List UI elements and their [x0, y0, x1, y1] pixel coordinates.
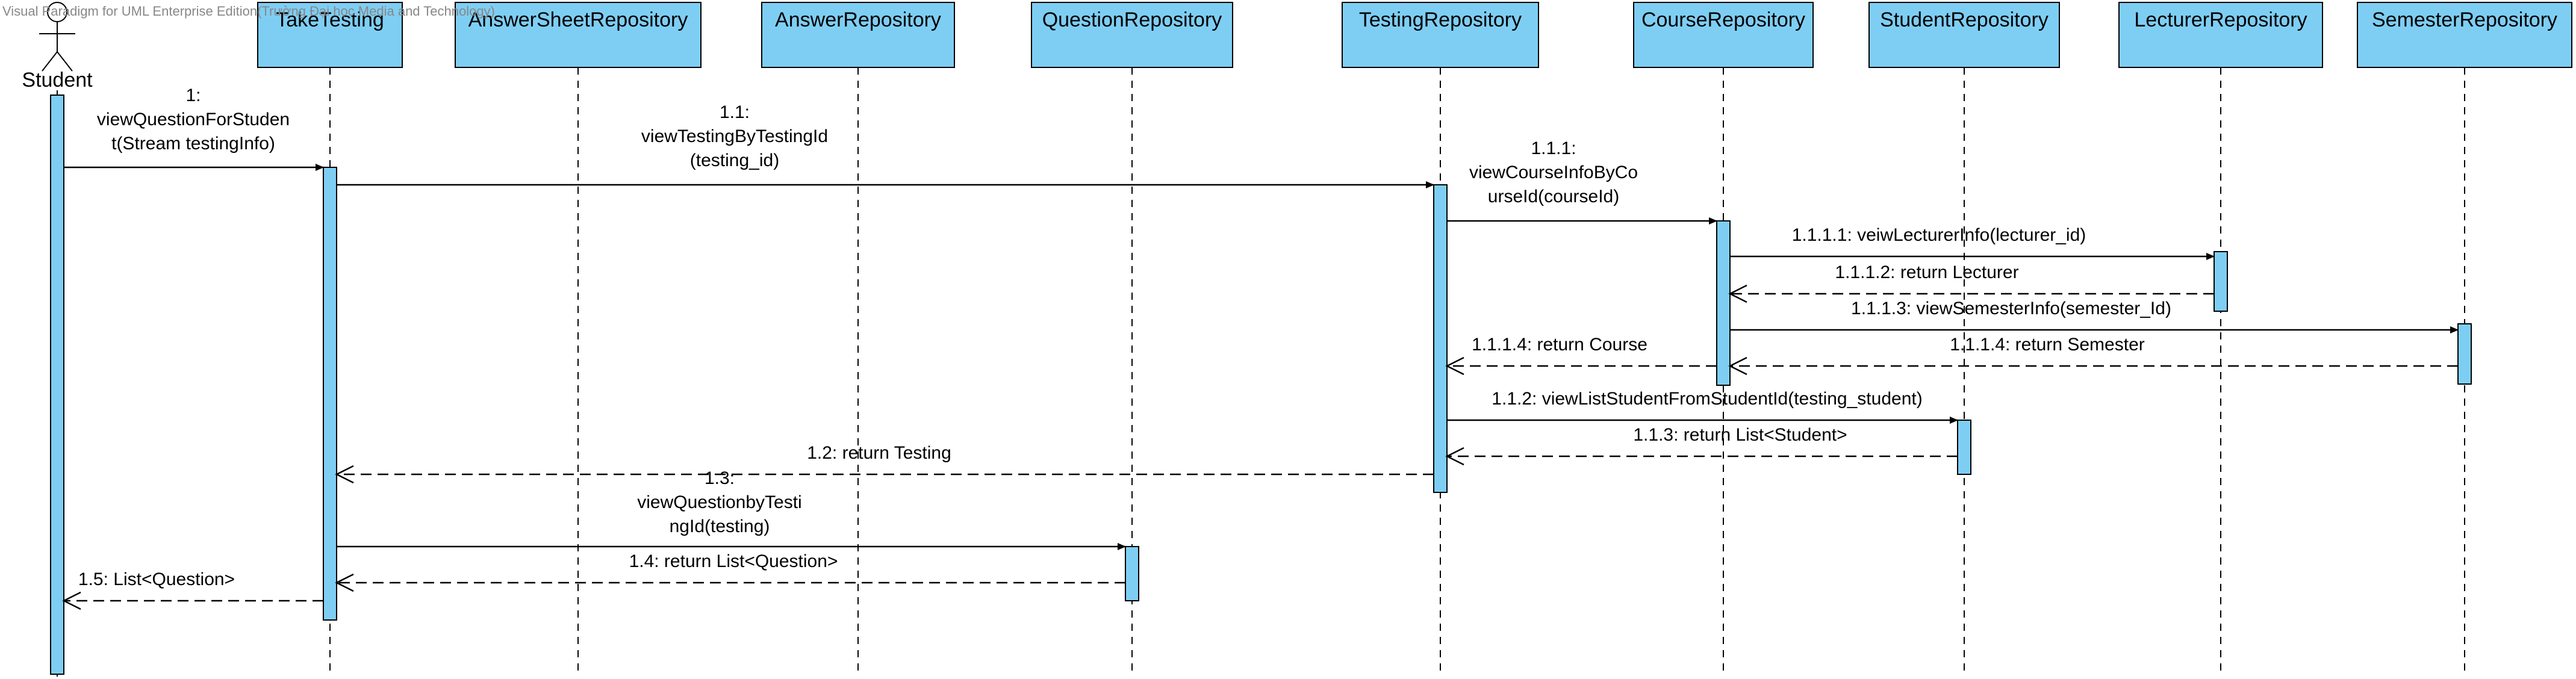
lifeline-label: SemesterRepository: [2372, 8, 2557, 31]
message-label: 1.5: List<Question>: [78, 569, 235, 589]
message-return[interactable]: 1.4: return List<Question>: [335, 551, 1125, 592]
lifeline-box: [1342, 2, 1539, 68]
lifeline-label: TakeTesting: [276, 8, 384, 31]
activation-bar: [1957, 420, 1971, 475]
message-label: 1.3:: [705, 468, 735, 488]
lifeline-box: [455, 2, 702, 68]
message-label: 1.1.1.2: return Lecturer: [1835, 262, 2018, 282]
message-label: 1.1.3: return List<Student>: [1633, 425, 1847, 445]
lifeline-box: [1031, 2, 1233, 68]
message-label: 1.1:: [720, 102, 750, 122]
open-arrowhead-icon: [1445, 356, 1464, 376]
message-call[interactable]: 1: viewQuestionForStuden t(Stream testingI…: [64, 85, 324, 171]
message-return[interactable]: 1.1.1.4: return Semester: [1728, 335, 2458, 376]
lifeline-head-answer-repository[interactable]: AnswerRepository: [761, 2, 955, 68]
message-label: 1.4: return List<Question>: [629, 551, 838, 571]
open-arrowhead-icon: [335, 573, 354, 592]
lifeline-head-testing-repository[interactable]: TestingRepository: [1342, 2, 1539, 68]
message-label: viewQuestionbyTesti: [637, 492, 801, 512]
lifeline-box: [1633, 2, 1814, 68]
activation-bar: [2457, 323, 2472, 385]
lifeline-head-take-testing[interactable]: TakeTesting: [257, 2, 403, 68]
message-label: 1.1.1.1: veiwLecturerInfo(lecturer_id): [1792, 225, 2086, 245]
activation-bar: [50, 95, 64, 675]
lifeline-head-question-repository[interactable]: QuestionRepository: [1031, 2, 1233, 68]
lifeline-label: CourseRepository: [1641, 8, 1805, 31]
message-label: ngId(testing): [670, 516, 770, 536]
lifeline-box: [761, 2, 955, 68]
student-actor-icon: [39, 2, 75, 72]
lifeline-label: StudentRepository: [1880, 8, 2049, 31]
message-label: viewQuestionForStuden: [97, 110, 290, 129]
message-label: 1.2: return Testing: [807, 443, 951, 463]
lifeline-head-lecturer-repository[interactable]: LecturerRepository: [2118, 2, 2323, 68]
lifeline-box: [1868, 2, 2060, 68]
message-call[interactable]: 1.1.1: viewCourseInfoByCo urseId(courseId): [1447, 138, 1717, 225]
message-call[interactable]: 1.1.2: viewListStudentFromStudentId(test…: [1447, 389, 1958, 424]
lifeline-label: AnswerSheetRepository: [468, 8, 688, 31]
open-arrowhead-icon: [1728, 356, 1747, 376]
message-return[interactable]: 1.5: List<Question>: [62, 569, 323, 610]
open-arrowhead-icon: [1728, 284, 1747, 303]
lifeline-label: LecturerRepository: [2134, 8, 2307, 31]
message-return[interactable]: 1.1.1.2: return Lecturer: [1728, 262, 2214, 303]
activation-bar: [323, 167, 337, 621]
open-arrowhead-icon: [1445, 447, 1464, 466]
activation-bar: [1433, 184, 1448, 493]
message-label: 1:: [185, 85, 201, 105]
message-label: viewCourseInfoByCo: [1469, 163, 1638, 182]
message-call[interactable]: 1.3: viewQuestionbyTesti ngId(testing): [337, 468, 1126, 550]
message-label: 1.1.2: viewListStudentFromStudentId(test…: [1492, 389, 1922, 409]
lifeline-head-course-repository[interactable]: CourseRepository: [1633, 2, 1814, 68]
message-label: (testing_id): [690, 150, 779, 170]
message-return[interactable]: 1.1.3: return List<Student>: [1445, 425, 1958, 466]
lifeline-head-answer-sheet-repository[interactable]: AnswerSheetRepository: [455, 2, 702, 68]
message-call[interactable]: 1.1.1.1: veiwLecturerInfo(lecturer_id): [1730, 225, 2215, 260]
activation-bar: [2214, 251, 2228, 312]
lifeline-box: [2357, 2, 2572, 68]
activation-bar: [1125, 546, 1139, 601]
message-return[interactable]: 1.1.1.4: return Course: [1445, 335, 1717, 376]
lifeline-label: AnswerRepository: [775, 8, 941, 31]
lifeline-label: QuestionRepository: [1042, 8, 1222, 31]
message-label: 1.1.1:: [1531, 138, 1576, 158]
message-label: viewTestingByTestingId: [641, 126, 828, 146]
lifeline-box: [257, 2, 403, 68]
watermark: Visual Paradigm for UML Enterprise Editi…: [2, 4, 495, 19]
message-label: t(Stream testingInfo): [111, 134, 275, 153]
lifeline-label: TestingRepository: [1359, 8, 1522, 31]
message-label: urseId(courseId): [1488, 187, 1619, 206]
message-call[interactable]: 1.1: viewTestingByTestingId (testing_id): [337, 102, 1434, 188]
message-label: 1.1.1.3: viewSemesterInfo(semester_Id): [1851, 299, 2171, 318]
message-label: 1.1.1.4: return Semester: [1950, 335, 2145, 355]
lifeline-box: [2118, 2, 2323, 68]
message-label: 1.1.1.4: return Course: [1472, 335, 1647, 355]
message-return[interactable]: 1.2: return Testing: [335, 443, 1434, 484]
open-arrowhead-icon: [62, 591, 81, 610]
activation-bar: [1716, 220, 1731, 386]
open-arrowhead-icon: [335, 465, 354, 484]
lifeline-head-semester-repository[interactable]: SemesterRepository: [2357, 2, 2572, 68]
lifeline-head-student-repository[interactable]: StudentRepository: [1868, 2, 2060, 68]
message-call[interactable]: 1.1.1.3: viewSemesterInfo(semester_Id): [1730, 299, 2459, 333]
actor-label: Student: [22, 69, 93, 91]
